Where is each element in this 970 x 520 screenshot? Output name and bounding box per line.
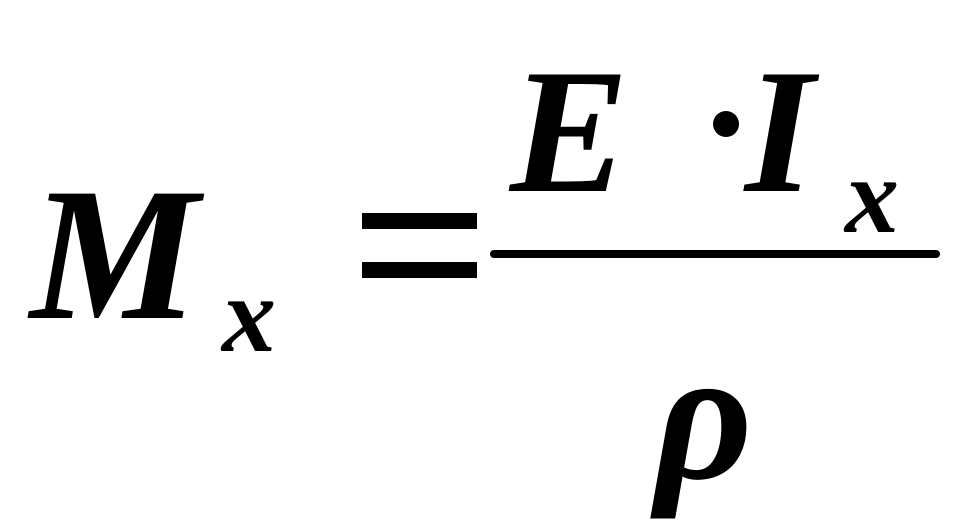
equals-bottom-bar	[362, 262, 477, 278]
lhs-variable: M	[30, 150, 199, 360]
fraction-bar	[490, 250, 940, 258]
lhs-subscript: x	[222, 256, 276, 375]
denominator-rho: ρ	[655, 310, 753, 520]
numerator-factor-i: I	[745, 32, 815, 230]
equals-top-bar	[362, 213, 477, 229]
numerator-factor-e: E	[510, 32, 629, 230]
multiplication-dot	[713, 111, 739, 137]
numerator-subscript: x	[845, 137, 899, 256]
